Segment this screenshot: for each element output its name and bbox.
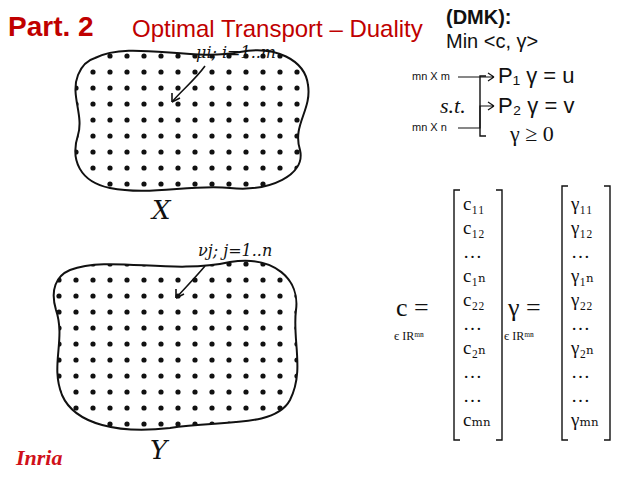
vector-entry: … (463, 242, 482, 263)
slide-title: Optimal Transport – Duality (132, 16, 423, 42)
vector-entry: γ₂₂ (571, 290, 593, 311)
vector-entry: γ₁₂ (571, 218, 593, 239)
vector-name: γ = (508, 294, 541, 323)
vector-entry: c₁₁ (463, 194, 485, 215)
leader-line (172, 66, 205, 102)
vector-entry: γ₁₁ (571, 194, 593, 215)
vector-entry: γₘₙ (571, 410, 599, 431)
vector-entry: … (571, 386, 590, 407)
vector-entry: c₂₂ (463, 290, 485, 311)
logo: Inria (16, 446, 62, 470)
vector-entry: c₂ₙ (463, 338, 486, 359)
vector-entry: … (463, 362, 482, 383)
vector-entry: γ₁ₙ (571, 266, 594, 287)
vector-name: c = (396, 294, 429, 323)
leader-line (176, 266, 205, 298)
vector-entry: … (571, 362, 590, 383)
vector-entry: … (571, 314, 590, 335)
set-label: μi; i=1..m (196, 44, 276, 62)
set-x-blob (75, 50, 308, 191)
part-label: Part. 2 (8, 12, 94, 43)
dimension-label: mn X n (412, 121, 447, 133)
vector-entry: … (571, 242, 590, 263)
vector-entry: … (463, 314, 482, 335)
vector-entry: c₁₂ (463, 218, 485, 239)
vector-entry: … (463, 386, 482, 407)
vector-entry: cₘₙ (463, 410, 491, 431)
objective: Min <c, γ> (446, 30, 538, 52)
vector-space: є IRᵐⁿ (504, 330, 534, 343)
constraint: P₂ γ = v (498, 94, 574, 118)
vector-entry: c₁ₙ (463, 266, 486, 287)
constraint: P₁ γ = u (498, 64, 575, 88)
problem-name: (DMK): (446, 6, 512, 28)
set-name: X (152, 196, 171, 225)
vector-space: є IRᵐⁿ (394, 330, 424, 343)
vector-entry: γ₂ₙ (571, 338, 594, 359)
set-label: νj; j=1..n (198, 242, 272, 260)
set-name: Y (150, 436, 167, 465)
dimension-arrow (458, 73, 494, 81)
dimension-label: mn X m (412, 70, 450, 82)
subject-to: s.t. (440, 94, 466, 118)
set-y-blob (54, 261, 298, 430)
leader-arrowhead (172, 93, 180, 102)
vector-bracket (454, 190, 502, 440)
vector-bracket (562, 186, 610, 440)
leader-arrowhead (176, 289, 184, 298)
constraint: γ ≥ 0 (510, 122, 554, 146)
